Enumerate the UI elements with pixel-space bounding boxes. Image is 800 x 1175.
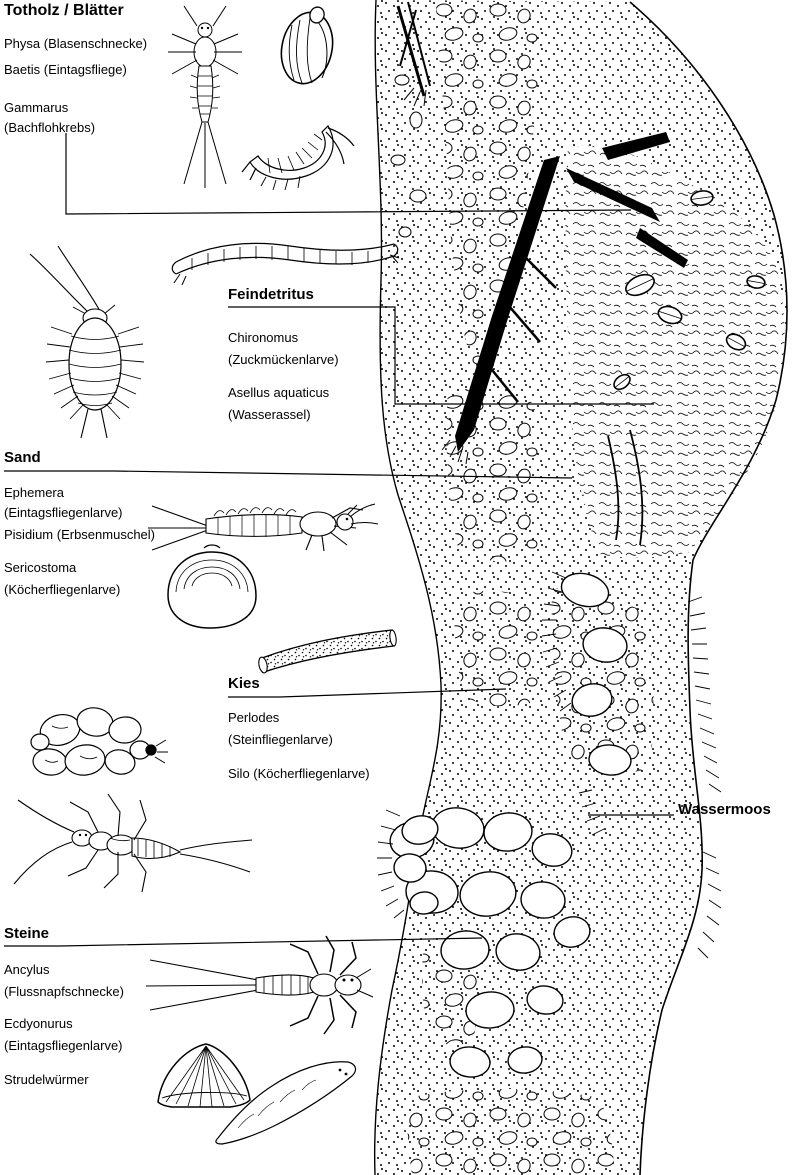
gravel-patches — [390, 2, 654, 1174]
species-ancylus-common: (Flussnapfschnecke) — [4, 984, 124, 999]
sericostoma-illustration — [258, 629, 397, 674]
zone-heading-wassermoos: Wassermoos — [678, 801, 771, 818]
leader-steine — [4, 937, 483, 947]
species-baetis: Baetis (Eintagsfliege) — [4, 62, 127, 77]
species-strudelwuermer: Strudelwürmer — [4, 1072, 89, 1087]
zone-heading-feindetritus: Feindetritus — [228, 286, 314, 303]
asellus-illustration — [29, 245, 145, 439]
silo-illustration — [30, 707, 168, 776]
bank-outlines — [373, 0, 788, 1175]
species-asellus: Asellus aquaticus — [228, 385, 330, 400]
species-asellus-common: (Wasserassel) — [228, 407, 311, 422]
pisidium-illustration — [167, 544, 257, 629]
zone-heading-totholz: Totholz / Blätter — [4, 2, 124, 19]
leader-lines — [4, 133, 674, 947]
physa-illustration — [280, 6, 334, 85]
ephemera-illustration — [148, 503, 379, 552]
species-sericostoma-common: (Köcherfliegenlarve) — [4, 582, 121, 597]
chironomus-illustration — [171, 242, 400, 286]
perlodes-illustration — [13, 793, 253, 893]
leader-totholz — [65, 133, 632, 215]
species-pisidium: Pisidium (Erbsenmuschel) — [4, 527, 155, 542]
boulders — [389, 572, 632, 1078]
deadwood-branches — [396, 1, 688, 546]
species-sericostoma: Sericostoma — [4, 560, 77, 575]
baetis-illustration — [168, 5, 242, 188]
species-ecdyonurus-common: (Eintagsfliegenlarve) — [4, 1038, 123, 1053]
leader-sand — [4, 470, 573, 479]
ecdyonurus-illustration — [145, 935, 374, 1035]
species-gammarus-common: (Bachflohkrebs) — [4, 120, 96, 135]
water-moss-tufts — [377, 571, 722, 959]
leader-kies — [228, 688, 507, 698]
species-chironomus-common: (Zuckmückenlarve) — [228, 352, 339, 367]
species-ancylus: Ancylus — [4, 962, 50, 977]
ancylus-illustration — [157, 1043, 251, 1108]
species-perlodes: Perlodes — [228, 710, 280, 725]
gammarus-illustration — [241, 125, 355, 191]
species-perlodes-common: (Steinfliegenlarve) — [228, 732, 333, 747]
species-ephemera: Ephemera — [4, 485, 64, 500]
species-chironomus: Chironomus — [228, 330, 299, 345]
zone-heading-steine: Steine — [4, 925, 50, 942]
species-physa: Physa (Blasenschnecke) — [4, 36, 148, 51]
flatworm-illustration — [215, 1061, 357, 1145]
detritus-zone — [565, 145, 785, 558]
species-silo: Silo (Köcherfliegenlarve) — [228, 766, 370, 781]
species-gammarus: Gammarus — [4, 100, 69, 115]
leader-feindetritus — [228, 306, 654, 405]
leaf-litter — [613, 190, 766, 391]
species-ecdyonurus: Ecdyonurus — [4, 1016, 73, 1031]
species-ephemera-common: (Eintagsfliegenlarve) — [4, 505, 123, 520]
zone-heading-sand: Sand — [4, 449, 41, 466]
zone-heading-kies: Kies — [228, 675, 260, 692]
